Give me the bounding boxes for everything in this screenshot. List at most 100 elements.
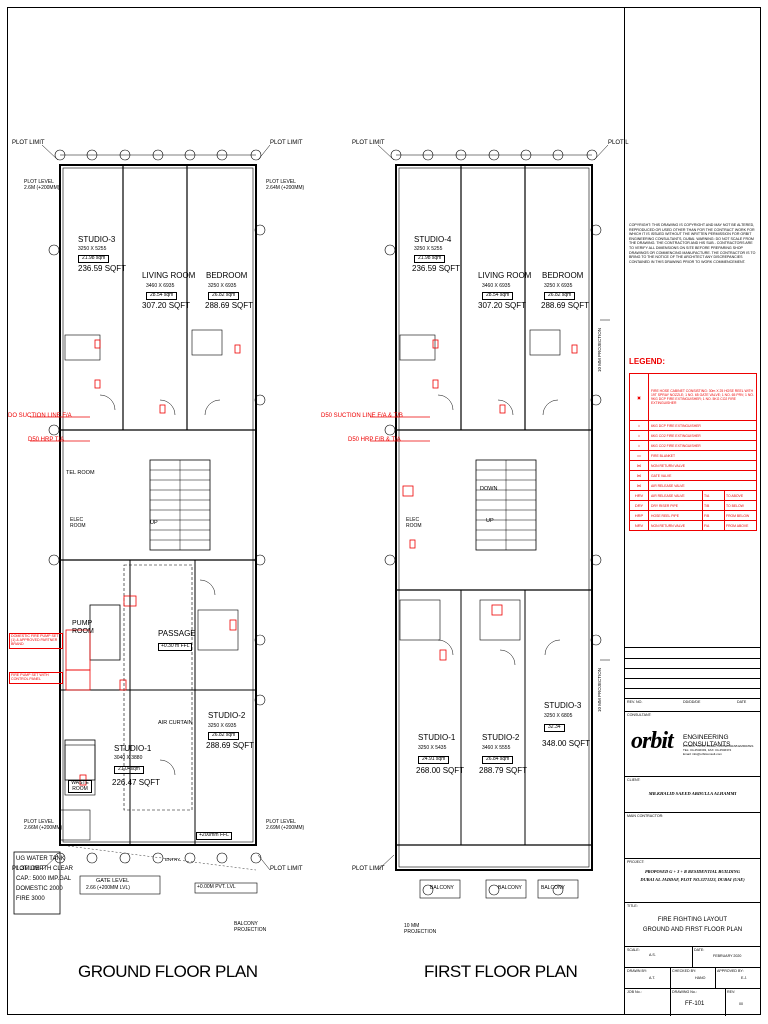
client-label: CLIENT:	[627, 778, 641, 782]
legend-text: DRY RISER PIPE	[651, 503, 679, 508]
project-box: PROJECT: PROPOSED G + 3 + R RESIDENTIAL …	[625, 858, 760, 903]
legend-symbol-icon: NRV	[630, 521, 649, 530]
fire-piping-red	[30, 339, 578, 786]
drawing-title-2: GROUND AND FIRST FLOOR PLAN	[642, 927, 743, 933]
consultant-address: P.O.BOX: 79783, DUBAI, UNITED ARAB EMIRA…	[683, 744, 754, 756]
project-label: PROJECT:	[627, 860, 645, 864]
legend-symbol-icon: ⋈	[630, 461, 649, 470]
consultant-label: CONSULTANT:	[627, 713, 652, 717]
room-dim: 3250 X 6935	[208, 723, 237, 729]
room-dim: 3250 X 6935	[544, 283, 573, 289]
legend-row: ⋈NON RETURN VALVE	[630, 461, 756, 471]
client-box: CLIENT: MR.KHALID SAEED ABDULLA ALHAMMI	[625, 776, 760, 813]
balcony-label: BALCONY	[498, 885, 522, 891]
room-dim: 3040 X 3880	[114, 755, 143, 761]
room-dim: 3250 X 5435	[418, 745, 447, 751]
legend-symbol-icon: HRP	[630, 511, 649, 520]
legend-abbrev: F/B	[702, 511, 724, 520]
legend-table: ▣FIRE HOSE CABINET CONSISTING: 30m X 25 …	[629, 373, 757, 531]
stair-direction: DOWN	[480, 486, 498, 492]
gate-level-label: GATE LEVEL	[96, 878, 130, 884]
checked-label: CHECKED BY:	[672, 969, 697, 973]
room-dim: 3250 X 5255	[414, 246, 443, 252]
room-area-sqm: 28.54 sqm	[482, 292, 514, 300]
legend-row: ⋈GATE VALVE	[630, 471, 756, 481]
ground-floor-walls	[13, 144, 271, 915]
approved-label: APPROVED BY:	[717, 969, 744, 973]
plan-title: FIRST FLOOR PLAN	[424, 962, 578, 981]
room-area-sqft: 288.69 SQFT	[205, 301, 254, 310]
room-name: STUDIO-2	[208, 711, 246, 720]
legend-abbrev-meaning: FROM BELOW	[724, 511, 756, 520]
scale-date-row: SCALE: A.S. DATE: FEBRUARY 2020	[625, 946, 760, 968]
date-label: DATE:	[694, 948, 705, 952]
room-name: STUDIO-3	[544, 701, 582, 710]
room-area-sqm: 26.82 sqm	[544, 292, 576, 300]
consultant-name: ENGINEERING CONSULTANTS	[683, 734, 731, 748]
rev-label: REV:	[727, 990, 736, 994]
room-name: PUMP ROOM	[72, 620, 94, 635]
room-area-sqm: 26.82 sqm	[208, 292, 240, 300]
room-area-sqft: 268.00 SQFT	[416, 766, 465, 775]
plot-limit-label: PLOT LIMIT	[270, 140, 303, 146]
pump-note: FIRE PUMP SET WITH CONTROL PANEL	[9, 672, 63, 684]
first-floor-walls	[377, 144, 610, 899]
pump-note: DOMESTIC FIRE PUMP SET (1) & APPROVED PA…	[9, 633, 63, 649]
room-area-sqft: 226.47 SQFT	[112, 778, 161, 787]
suction-line-label: D50 SUCTION LINE F/A & T/B	[321, 413, 403, 419]
drawing-no-value: FF-101	[685, 1001, 705, 1007]
room-area-sqm: 21.98 sqm	[414, 255, 446, 263]
room-area-sqm: 24.91 sqm	[418, 756, 450, 764]
room-area-sqft: 307.20 SQFT	[478, 301, 527, 310]
projection-label: 10 MM PROJECTION	[597, 327, 602, 372]
room-area-sqm: 28.54 sqm	[146, 292, 178, 300]
drawn-checked-row: DRAWN BY: A.T. CHECKED BY: HANO APPROVED…	[625, 967, 760, 989]
plot-level-label: PLOT LEVEL	[24, 179, 54, 185]
room-area-sqm: 21.04sqm	[114, 766, 144, 774]
drawn-label: DRAWN BY:	[627, 969, 648, 973]
legend-abbrev: F/A	[702, 521, 724, 530]
drawing-number-row: JOB No.: DRAWING No.: FF-101 REV: 00	[625, 988, 760, 1016]
legend-row: ⌂6KG CO2 FIRE EXTINGUISHER	[630, 431, 756, 441]
plot-limit-label: PLOT LIMIT	[352, 140, 385, 146]
plot-level-label: PLOT LEVEL	[266, 179, 296, 185]
legend-text: GATE VALVE	[651, 473, 672, 478]
room-area-sqft: 236.59 SQFT	[412, 264, 461, 273]
room-area-sqm: 26.84 sqm	[482, 756, 514, 764]
plot-limit-label: PLOT LIMIT	[12, 866, 45, 872]
room-dim: 3250 X 5255	[78, 246, 107, 252]
legend-text: FIRE BLANKET	[651, 453, 676, 458]
revision-box: REV. NO. DD/DD/DE DATE	[625, 647, 760, 706]
legend-abbrev: T/B	[702, 501, 724, 510]
room-name: LIVING ROOM	[478, 271, 532, 280]
rev-desc-label: DD/DD/DE	[683, 700, 701, 704]
stair-direction: UP	[486, 518, 494, 524]
room-area-sqft: 236.59 SQFT	[78, 264, 127, 273]
drawn-value: A.T.	[649, 976, 656, 980]
stair-direction: UP	[150, 520, 158, 526]
gate-level-value: 2.66 (+200MM LVL)	[86, 885, 130, 891]
floor-level: +0.30 m FFL	[158, 643, 193, 651]
orbit-logo: orbit	[631, 728, 674, 754]
plot-level-label: PLOT LEVEL	[266, 819, 296, 825]
plot-level-value: 2.69M (+200MM)	[266, 825, 305, 831]
date-value: FEBRUARY 2020	[713, 954, 742, 958]
rev-no-label: REV. NO.	[627, 700, 643, 704]
project-line-1: PROPOSED G + 3 + R RESIDENTIAL BUILDING	[645, 869, 740, 874]
legend-row: ⌂6KG CO2 FIRE EXTINGUISHER	[630, 441, 756, 451]
legend-symbol-icon: DRY	[630, 501, 649, 510]
legend-title: LEGEND:	[629, 357, 665, 366]
plot-limit-label: PLOT L	[608, 140, 629, 146]
room-dim: 3250 X 6805	[544, 713, 573, 719]
scale-label: SCALE:	[627, 948, 640, 952]
project-line-2: DUBAI AL JADDAF, PLOT NO.3271123, DUBAI …	[640, 877, 745, 882]
scale-value: A.S.	[649, 953, 656, 957]
plot-limit-label: PLOT LIMIT	[270, 866, 303, 872]
plans-linework	[13, 144, 610, 915]
legend-text: 6KG CO2 FIRE EXTINGUISHER	[651, 433, 701, 438]
projection-label: 10 MM PROJECTION	[404, 923, 437, 935]
legend-text: NON RETURN VALVE	[651, 523, 685, 528]
